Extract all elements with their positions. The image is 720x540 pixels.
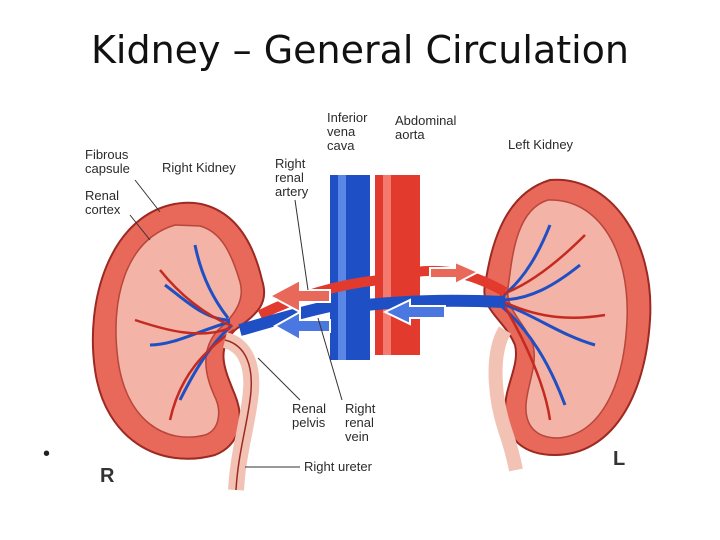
- label-abdominal-aorta: Abdominal aorta: [395, 113, 460, 142]
- label-right-kidney: Right Kidney: [162, 160, 236, 175]
- label-inferior-vena-cava: Inferior vena cava: [327, 110, 371, 153]
- label-renal-cortex: Renal cortex: [85, 188, 123, 217]
- label-fibrous-capsule: Fibrous capsule: [85, 147, 132, 176]
- abdominal-aorta-vessel: [375, 175, 420, 355]
- left-kidney-illustration: [484, 180, 650, 470]
- fibrous-capsule-leader: [135, 180, 160, 212]
- left-renal-vein-vessel: [365, 301, 505, 305]
- label-right-renal-artery: Right renal artery: [275, 156, 309, 199]
- inferior-vena-cava-vessel: [330, 175, 370, 360]
- label-right-renal-vein: Right renal vein: [345, 401, 379, 444]
- renal-pelvis-leader: [258, 358, 300, 400]
- aorta-highlight: [383, 175, 391, 355]
- label-renal-pelvis: Renal pelvis: [292, 401, 330, 430]
- side-marker-right: R: [100, 465, 115, 487]
- right-kidney-illustration: [93, 203, 264, 490]
- label-right-ureter: Right ureter: [304, 459, 373, 474]
- renal-artery-leader: [295, 200, 308, 290]
- ivc-highlight: [338, 175, 346, 360]
- label-left-kidney: Left Kidney: [508, 137, 574, 152]
- side-marker-left: L: [613, 448, 625, 470]
